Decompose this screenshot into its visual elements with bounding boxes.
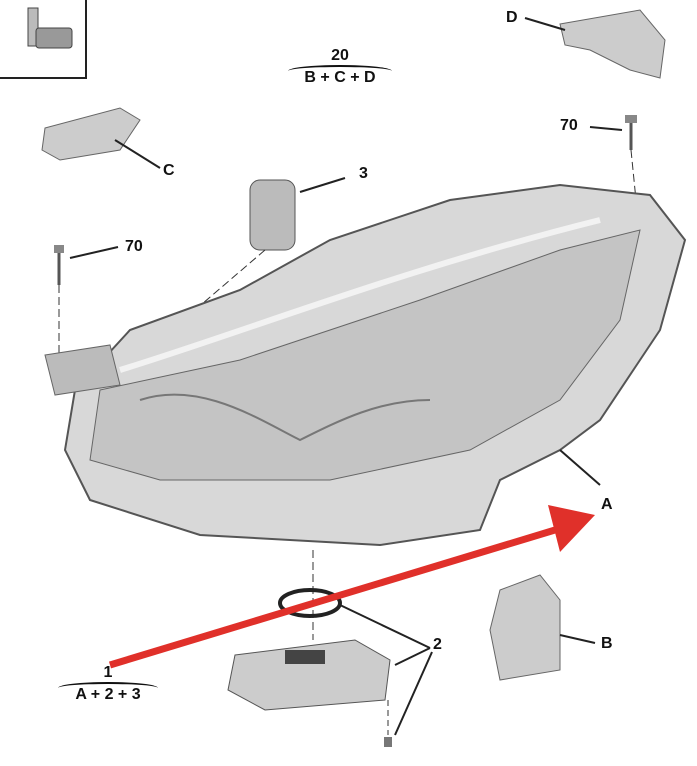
headlamp-assembly-a	[44, 183, 687, 547]
group-1-formula: A + 2 + 3	[58, 682, 158, 704]
group-20-label: 20 B + C + D	[288, 47, 392, 87]
group-1-label: 1 A + 2 + 3	[58, 664, 158, 704]
label-2: 2	[433, 636, 442, 653]
red-arrow	[108, 505, 595, 669]
label-c: C	[163, 162, 175, 179]
group-20-number: 20	[331, 47, 349, 64]
label-70-right: 70	[560, 117, 578, 134]
inset-bolt-box	[0, 0, 87, 79]
screw-70-left	[54, 245, 119, 360]
label-3: 3	[359, 165, 368, 182]
label-d: D	[506, 9, 518, 26]
seal-ring	[278, 588, 342, 618]
bracket-d	[524, 9, 666, 79]
group-20-formula: B + C + D	[288, 65, 392, 87]
screw-70-right	[589, 115, 637, 201]
bracket-b	[489, 574, 596, 681]
part-3-actuator	[194, 177, 346, 311]
label-70-left: 70	[125, 238, 143, 255]
ballast-module	[227, 604, 433, 747]
label-a: A	[601, 496, 613, 513]
label-b: B	[601, 635, 613, 652]
bracket-c	[41, 107, 161, 169]
group-1-number: 1	[103, 664, 113, 681]
